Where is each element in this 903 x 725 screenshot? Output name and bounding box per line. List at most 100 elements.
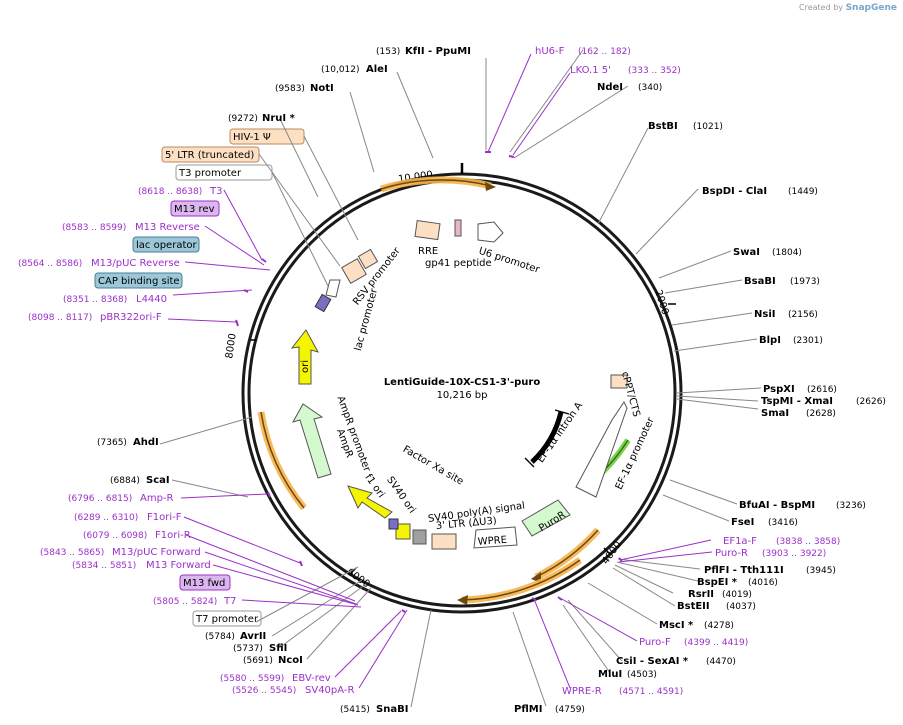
tick-8000: 8000 — [224, 333, 238, 360]
mcs-mark-bottom — [388, 518, 399, 530]
orange-arc-br2-head — [457, 595, 468, 605]
site-puror-range: (3903 .. 3922) — [762, 549, 826, 559]
site-nrui-name: NruI * — [262, 113, 296, 124]
site-mlui-name: MluI — [598, 669, 622, 680]
site-fsei-pos: (3416) — [768, 518, 798, 528]
site-pflmi-pos: (4759) — [555, 705, 585, 715]
site-clai-name: BspDI - ClaI — [702, 186, 767, 197]
site-ncoi-name: NcoI — [278, 655, 303, 666]
primer-lines — [167, 53, 713, 689]
site-t7-pos: (5805 .. 5824) — [153, 597, 217, 607]
site-m13pucr-name: M13/pUC Reverse — [91, 258, 180, 269]
site-m13pucf-pos: (5843 .. 5865) — [40, 548, 104, 558]
site-tth-name: PflFI - Tth111I — [704, 565, 784, 576]
site-blpi-name: BlpI — [759, 335, 781, 346]
intron-cap-2 — [524, 457, 535, 468]
site-t3-pos: (8618 .. 8638) — [138, 187, 202, 197]
site-bsabi-pos: (1973) — [790, 277, 820, 287]
site-rsrii-name: RsrII — [688, 589, 714, 600]
site-f1orif-pos: (6289 .. 6310) — [74, 513, 138, 523]
site-sv40par-name: SV40pA-R — [305, 685, 354, 696]
rre-box — [414, 219, 441, 241]
site-ampr-name: Amp-R — [140, 493, 174, 504]
site-snabi-pos: (5415) — [340, 705, 370, 715]
site-purof-range: (4399 .. 4419) — [684, 638, 748, 648]
orange-arc-top-head — [485, 182, 496, 191]
puror-arrow — [521, 499, 571, 537]
site-ampr-pos: (6796 .. 6815) — [68, 494, 132, 504]
plasmid-length: 10,216 bp — [437, 390, 488, 401]
cap-site-box — [94, 272, 183, 289]
site-blpi-pos: (2301) — [793, 336, 823, 346]
site-avrii-name: AvrII — [240, 631, 266, 642]
orange-arc-left-line — [260, 411, 305, 509]
site-ef1af-range: (3838 .. 3858) — [776, 537, 840, 547]
site-m13f-pos: (5834 .. 5851) — [72, 561, 136, 571]
plasmid-name: LentiGuide-10X-CS1-3'-puro — [384, 377, 541, 388]
m13rev-label: M13 rev — [174, 204, 215, 215]
site-swai-name: SwaI — [733, 247, 760, 258]
wpre-label: WPRE — [477, 535, 507, 548]
site-tth-pos: (3945) — [806, 566, 836, 576]
lac-promoter-arrow — [325, 279, 341, 298]
gp41-label: gp41 peptide — [425, 258, 492, 269]
site-t7-name: T7 — [223, 596, 236, 607]
site-ndei-pos: (340) — [638, 83, 662, 93]
sv40-ori-label: SV40 ori — [384, 475, 417, 516]
site-bstbi-pos: (1021) — [693, 122, 723, 132]
t7-promoter-label: T7 promoter — [195, 614, 259, 625]
site-pflmi-name: PflMI — [514, 704, 542, 715]
site-fsei-name: FseI — [731, 517, 754, 528]
site-purof-name: Puro-F — [639, 637, 671, 648]
t3-promoter-label: T3 promoter — [178, 168, 242, 179]
site-hu6f-range: (162 .. 182) — [578, 47, 631, 57]
ef1a-promoter-arrow — [575, 401, 628, 498]
f1-ori-arrow — [347, 485, 393, 519]
snapgene-watermark: Created by SnapGene — [799, 3, 897, 13]
intron-cap-1 — [554, 409, 570, 415]
site-scai-name: ScaI — [146, 475, 170, 486]
site-l4440-pos: (8351 .. 8368) — [63, 295, 127, 305]
site-m13f-name: M13 Forward — [146, 560, 211, 571]
site-alei-pos: (10,012) — [321, 65, 360, 75]
ef1a-intron-bar — [530, 411, 564, 464]
site-nsii-name: NsiI — [754, 309, 775, 320]
site-pbr-pos: (8098 .. 8117) — [28, 313, 92, 323]
factor-xa-label: Factor Xa site — [401, 444, 465, 488]
ltr5-label: 5' LTR (truncated) — [165, 150, 254, 161]
hiv-psi-label: HIV-1 Ψ — [233, 132, 271, 143]
site-f1orir-pos: (6079 .. 6098) — [83, 531, 147, 541]
site-noti-name: NotI — [310, 83, 334, 94]
site-t3-name: T3 — [209, 186, 222, 197]
cap-site-label: CAP binding site — [98, 276, 180, 287]
wpre-arrow — [473, 526, 518, 549]
ltr3-box — [431, 533, 457, 550]
site-nsii-pos: (2156) — [788, 310, 818, 320]
m13fwd-box — [179, 574, 231, 591]
site-xmai-name: TspMI - XmaI — [761, 396, 833, 407]
watermark-prefix: Created by — [799, 3, 844, 12]
site-m13pucf-name: M13/pUC Forward — [112, 547, 201, 558]
site-ahdi-name: AhdI — [133, 437, 159, 448]
site-bsabi-name: BsaBI — [744, 276, 776, 287]
lac-operator-box — [132, 236, 200, 253]
ef1a-intron-label: EF-1α intron A — [535, 400, 585, 465]
orange-arc-br2-line — [461, 559, 581, 601]
site-xmai-pos: (2626) — [856, 397, 886, 407]
site-bspei-pos: (4016) — [748, 578, 778, 588]
site-wprer-range: (4571 .. 4591) — [619, 687, 683, 697]
ori-arrow — [290, 329, 320, 385]
sv40-ori-box — [395, 523, 411, 540]
m13rev-box — [170, 200, 220, 217]
site-sexai-name: CsiI - SexAI * — [616, 656, 689, 667]
site-kfii-pos: (153) — [376, 47, 400, 57]
site-sexai-pos: (4470) — [706, 657, 736, 667]
site-bsteii-name: BstEII — [677, 601, 710, 612]
site-bspmi-pos: (3236) — [836, 501, 866, 511]
site-swai-pos: (1804) — [772, 248, 802, 258]
site-msci-pos: (4278) — [704, 621, 734, 631]
tick-mark-4000 — [603, 547, 611, 555]
site-mlui-pos: (4503) — [627, 670, 657, 680]
u6-promoter-arrow — [477, 221, 504, 243]
lac-operator-label: lac operator — [136, 240, 197, 251]
